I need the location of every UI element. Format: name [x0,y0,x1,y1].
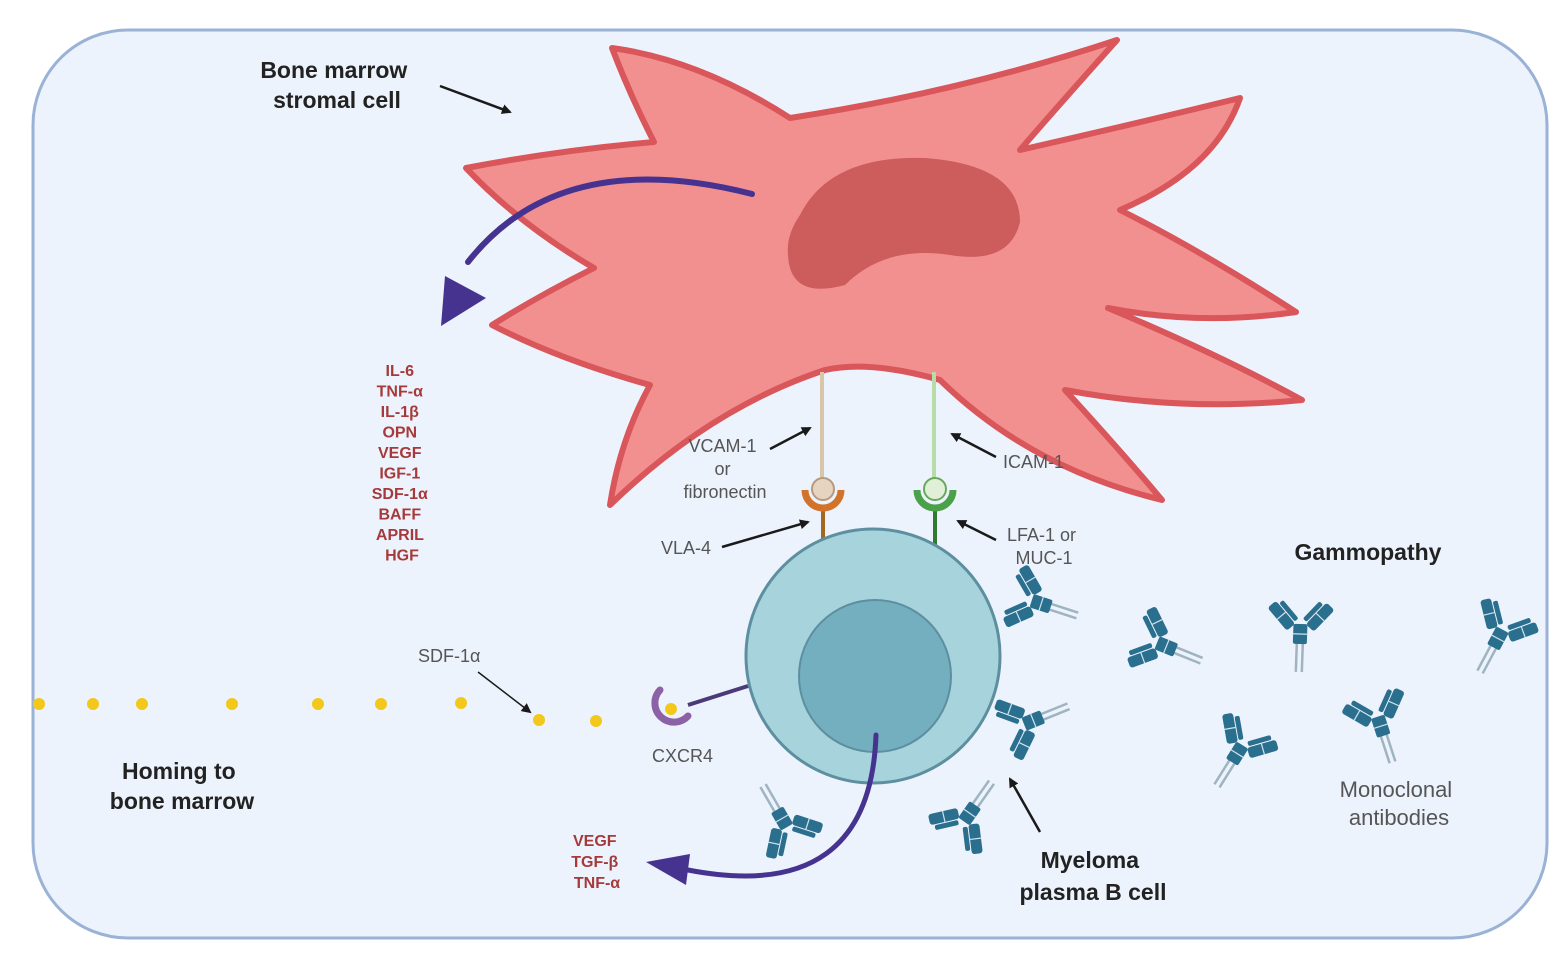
sdf1a-dot [136,698,148,710]
homing-label: Homing to bone marrow [110,758,255,814]
sdf1a-dot [665,703,677,715]
myeloma-secretion-arrowhead [646,854,690,885]
cxcr4-stalk [687,684,749,707]
lfa-pointer-arrow [956,519,997,542]
stromal-cell-label: Bone marrow stromal cell [260,57,413,113]
monoclonal-antibodies-label: Monoclonal antibodies [1340,777,1459,830]
lfa-label: LFA-1 or MUC-1 [1007,525,1081,568]
stromal-pointer-arrow [439,84,512,114]
vla4-label: VLA-4 [661,538,711,558]
cxcr4-label: CXCR4 [652,746,713,766]
icam-pointer-arrow [950,432,997,459]
sdf1a-label: SDF-1α [418,646,480,666]
vla4-pointer-arrow [721,519,810,549]
icam-label: ICAM-1 [1003,452,1064,472]
plasma-cell-nucleus [798,599,952,753]
bone-marrow-stromal-cell [463,37,1305,508]
vcam-pointer-arrow [769,426,812,451]
sdf1a-dot [33,698,45,710]
sdf1a-dot [312,698,324,710]
sdf1a-dot [455,697,467,709]
myeloma-pointer-arrow [1008,777,1042,833]
sdf1a-dot [533,714,545,726]
stromal-secretion-arrowhead [441,276,486,326]
myeloma-secretion-arrow [685,732,879,879]
stromal-cytokine-list: IL-6 TNF-α IL-1β OPN VEGF IGF-1 SDF-1α B… [372,363,433,565]
myeloma-cell-label: Myeloma plasma B cell [1019,847,1166,905]
myeloma-plasma-b-cell [744,527,1002,785]
gammopathy-label: Gammopathy [1295,539,1442,565]
stromal-secretion-arrow [465,176,755,265]
sdf1a-dot [375,698,387,710]
icam-ligand [923,477,947,501]
sdf1a-gradient [33,697,677,727]
vcam-label: VCAM-1 or fibronectin [683,436,766,502]
sdf1a-dot [226,698,238,710]
cxcr4-receptor [651,686,692,726]
lfa1-receptor [913,477,957,512]
myeloma-cytokine-list: VEGF TGF-β TNF-α [571,833,623,892]
sdf1a-pointer-arrow [477,671,532,714]
vcam-ligand [811,477,835,501]
vla4-receptor [801,477,845,512]
stromal-nucleus [787,157,1020,289]
sdf1a-dot [590,715,602,727]
sdf1a-dot [87,698,99,710]
stromal-cell-body [463,37,1305,508]
